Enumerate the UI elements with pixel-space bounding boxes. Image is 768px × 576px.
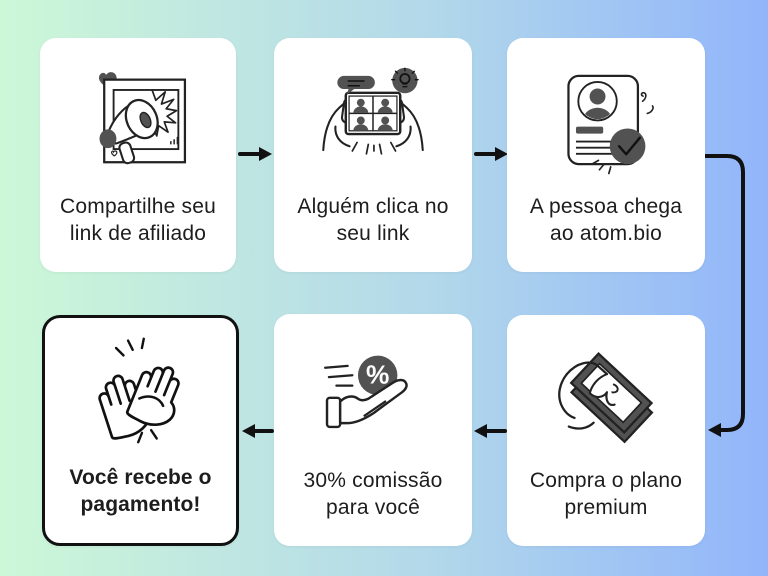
card-commission: % 30% comissão para você <box>274 314 472 546</box>
high-five-icon <box>45 318 236 465</box>
card-you-get-paid: Você recebe o pagamento! <box>42 315 239 546</box>
caption-line: para você <box>325 495 421 519</box>
arrowhead-1 <box>259 147 272 161</box>
caption-line: pagamento! <box>80 492 201 516</box>
card-caption: 30% comissão para você <box>274 468 472 521</box>
arrowhead-5 <box>242 424 255 438</box>
profile-check-icon <box>507 38 705 194</box>
card-caption: Compra o plano premium <box>507 468 705 521</box>
caption-line: Alguém clica no <box>297 195 449 218</box>
caption-line: Você recebe o <box>69 466 212 489</box>
card-caption: Você recebe o pagamento! <box>45 465 236 518</box>
megaphone-photo-icon <box>40 38 236 194</box>
arrowhead-4 <box>474 424 487 438</box>
caption-line: Compra o plano <box>529 469 683 492</box>
caption-line: 30% comissão <box>303 469 443 492</box>
card-buys-premium: Compra o plano premium <box>507 315 705 546</box>
card-someone-clicks: Alguém clica no seu link <box>274 38 472 272</box>
card-share-link: Compartilhe seu link de afiliado <box>40 38 236 272</box>
caption-line: A pessoa chega <box>529 195 683 218</box>
card-caption: Compartilhe seu link de afiliado <box>40 194 236 247</box>
card-person-arrives: A pessoa chega ao atom.bio <box>507 38 705 272</box>
caption-line: link de afiliado <box>69 221 207 245</box>
arrowhead-3 <box>708 423 721 437</box>
caption-line: Compartilhe seu <box>60 195 216 218</box>
caption-line: ao atom.bio <box>550 221 662 245</box>
percent-hand-icon: % <box>274 314 472 468</box>
caption-line: premium <box>564 495 648 519</box>
card-caption: A pessoa chega ao atom.bio <box>507 194 705 247</box>
card-caption: Alguém clica no seu link <box>274 194 472 247</box>
money-hand-icon <box>507 315 705 468</box>
elbow-connector <box>704 154 745 432</box>
video-call-hands-icon <box>274 38 472 194</box>
percent-symbol: % <box>366 360 389 390</box>
caption-line: seu link <box>336 221 410 245</box>
